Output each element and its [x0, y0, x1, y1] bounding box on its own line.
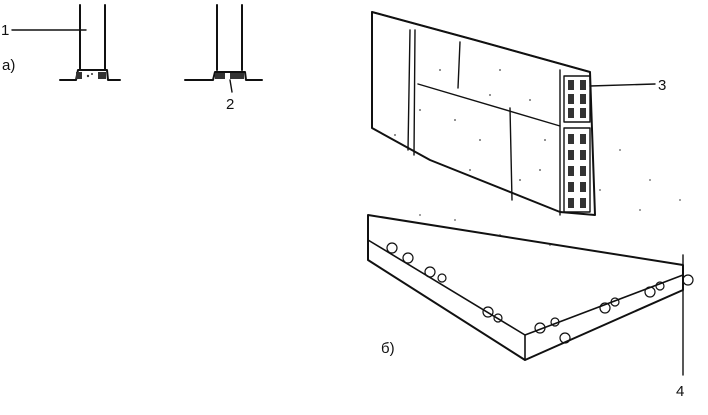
- panel-a-label: а): [2, 57, 15, 74]
- wall-section-left: [59, 4, 121, 81]
- callout-2: 2: [226, 96, 234, 113]
- leader-3: [589, 83, 656, 87]
- wall-panel: [371, 11, 596, 216]
- panel-b-drawing: [367, 11, 694, 376]
- panel-a-drawing: [11, 4, 263, 93]
- callout-3: 3: [658, 77, 666, 94]
- leader-2: [229, 79, 233, 93]
- wall-section-right: [184, 4, 263, 81]
- hollow-core-slab: [367, 214, 694, 361]
- callout-1: 1: [1, 22, 9, 39]
- ground-texture: [419, 149, 681, 246]
- panel-b-label: б): [381, 340, 395, 357]
- callout-4: 4: [676, 383, 684, 400]
